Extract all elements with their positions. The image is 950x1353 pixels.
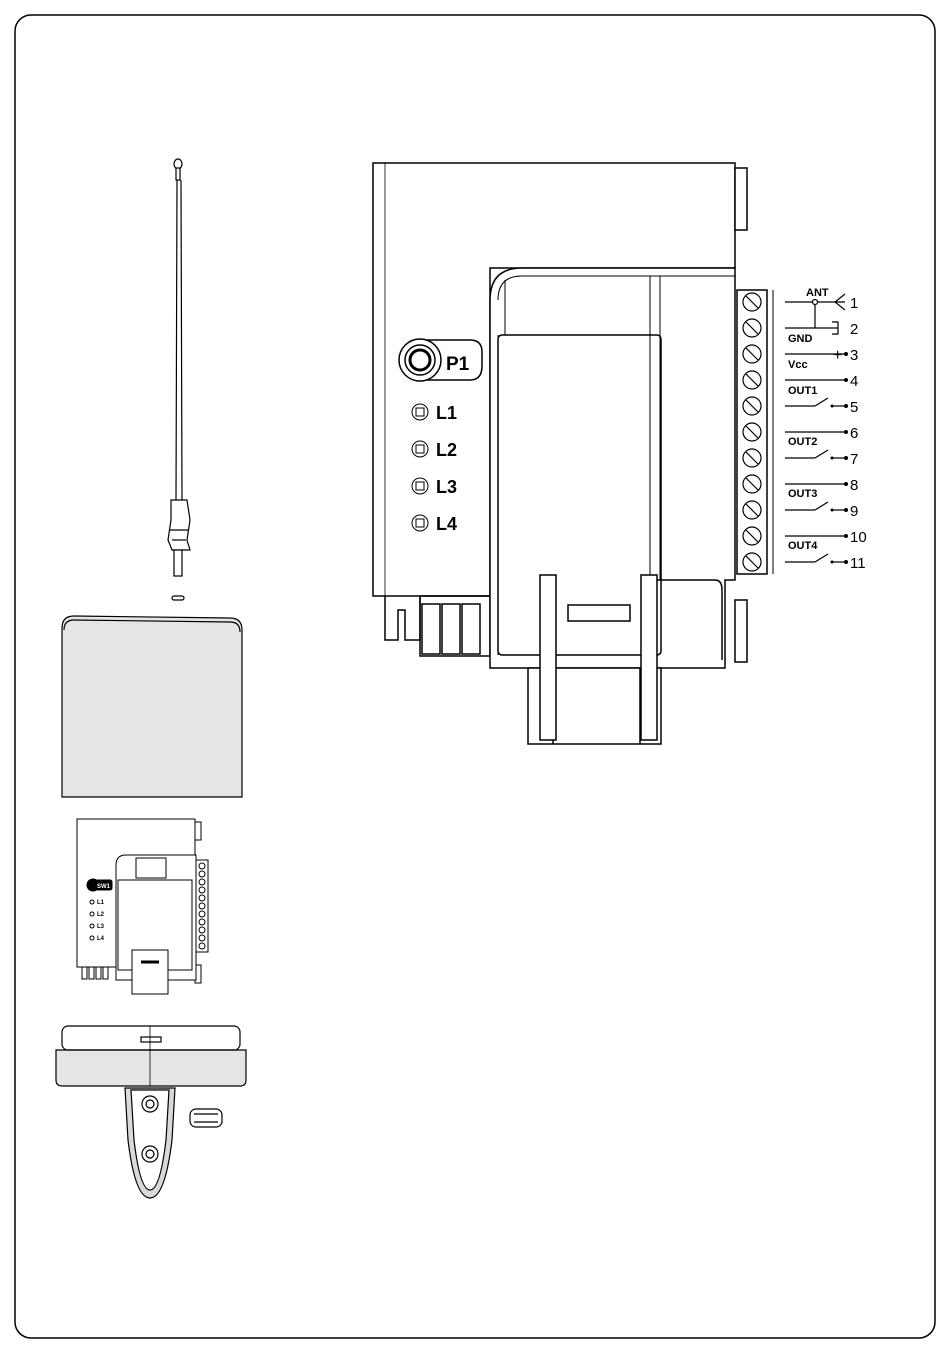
terminal-number-9: 9 — [850, 503, 858, 520]
led-icon-3 — [412, 478, 428, 494]
small-led-label-1: L1 — [97, 900, 105, 906]
small-pins — [82, 967, 108, 979]
terminal-screws — [743, 293, 761, 571]
terminal-number-8: 8 — [850, 477, 858, 494]
small-led-label-4: L4 — [97, 936, 105, 942]
small-led-label-3: L3 — [97, 924, 105, 930]
signal-label-out2: OUT2 — [788, 436, 817, 448]
terminal-number-2: 2 — [850, 321, 858, 338]
antenna — [168, 159, 190, 600]
terminal-screw-3 — [743, 345, 761, 363]
grommet — [190, 1109, 222, 1127]
p1-button[interactable] — [399, 339, 482, 381]
terminal-screw-8 — [743, 475, 761, 493]
p1-label: P1 — [446, 354, 470, 375]
led-icon-2 — [412, 441, 428, 457]
small-sw1-label: SW1 — [97, 884, 111, 890]
terminal-number-7: 7 — [850, 451, 858, 468]
led-icon-4 — [412, 515, 428, 531]
terminal-number-11: 11 — [850, 555, 866, 572]
led-label-2: L2 — [436, 440, 457, 460]
led-label-4: L4 — [436, 514, 457, 534]
terminal-screw-9 — [743, 501, 761, 519]
terminal-number-5: 5 — [850, 399, 858, 416]
small-terminal-block — [196, 860, 208, 952]
signal-label-vcc: Vcc — [788, 359, 808, 371]
terminal-screw-1 — [743, 293, 761, 311]
signal-label-gnd: GND — [788, 333, 813, 345]
led-icon-1 — [412, 404, 428, 420]
terminal-screw-6 — [743, 423, 761, 441]
terminal-screw-4 — [743, 371, 761, 389]
small-led-label-2: L2 — [97, 912, 105, 918]
terminal-screw-10 — [743, 527, 761, 545]
vcc-plus-symbol: + — [833, 347, 842, 364]
terminal-number-6: 6 — [850, 425, 858, 442]
terminal-number-1: 1 — [850, 295, 858, 312]
led-label-1: L1 — [436, 403, 457, 423]
signal-label-ant: ANT — [806, 287, 829, 299]
main-board — [373, 163, 773, 744]
terminal-number-10: 10 — [850, 529, 867, 546]
cover — [62, 616, 242, 797]
terminal-screw-11 — [743, 553, 761, 571]
terminal-screw-5 — [743, 397, 761, 415]
signal-label-out4: OUT4 — [788, 540, 818, 552]
terminal-screw-2 — [743, 319, 761, 337]
led-label-3: L3 — [436, 477, 457, 497]
signal-label-out1: OUT1 — [788, 385, 817, 397]
terminal-numbers: 1 2 3 4 5 6 7 8 9 10 11 — [850, 295, 867, 572]
small-board — [77, 819, 208, 994]
terminal-screw-7 — [743, 449, 761, 467]
terminal-number-3: 3 — [850, 347, 858, 364]
terminal-number-4: 4 — [850, 373, 858, 390]
signal-label-out3: OUT3 — [788, 488, 817, 500]
